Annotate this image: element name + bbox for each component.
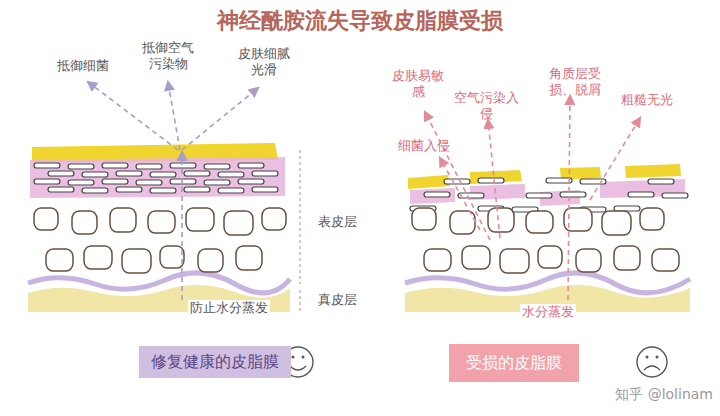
callout-label: 表皮层 (312, 214, 362, 230)
callout-label: 角质层受损、脱屑 (538, 66, 612, 97)
callout-label: 皮肤细腻光滑 (232, 46, 296, 77)
title: 神经酰胺流失导致皮脂膜受损 (0, 8, 720, 34)
callout-label: 抵御细菌 (48, 58, 118, 74)
callout-label: 抵御空气污染物 (136, 40, 200, 71)
caption-text: 修复健康的皮脂膜 (151, 352, 279, 373)
callout-label: 防止水分蒸发 (188, 300, 270, 316)
callout-label: 细菌入侵 (392, 138, 456, 154)
caption-box: 受损的皮脂膜 (449, 344, 579, 382)
callout-label: 水分蒸发 (520, 304, 576, 320)
watermark: 知乎 @lolinam (595, 386, 713, 403)
caption-text: 受损的皮脂膜 (466, 353, 562, 374)
callout-label: 粗糙无光 (612, 92, 682, 108)
callout-label: 真皮层 (312, 292, 362, 308)
callout-label: 空气污染入侵 (452, 90, 520, 121)
callout-label: 皮肤易敏感 (388, 68, 448, 99)
caption-box: 修复健康的皮脂膜 (139, 346, 291, 378)
